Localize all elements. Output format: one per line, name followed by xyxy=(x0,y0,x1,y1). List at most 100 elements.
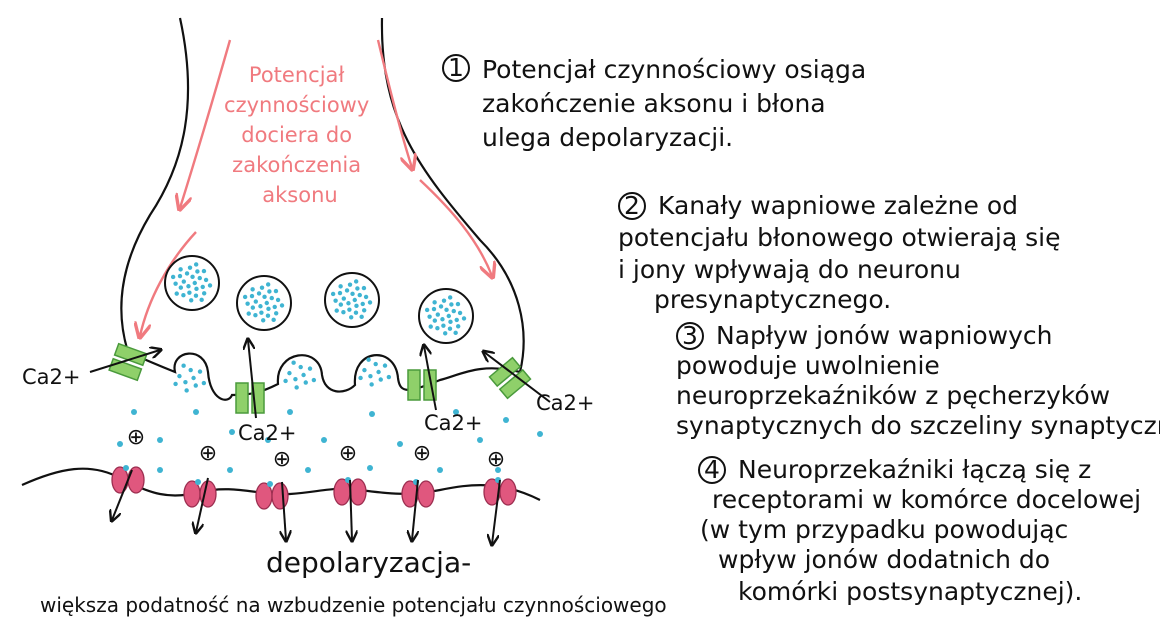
vesicle-neurotransmitter-dot xyxy=(453,330,458,336)
vesicle-neurotransmitter-dot xyxy=(457,310,463,316)
ion-influx-arrow xyxy=(492,479,501,544)
step-number: 4 xyxy=(704,455,720,484)
vesicle-neurotransmitter-dot xyxy=(203,277,209,283)
step-number: 3 xyxy=(682,321,698,350)
vesicle-neurotransmitter-dot xyxy=(187,265,193,270)
vesicle-neurotransmitter-dot xyxy=(355,286,360,291)
vesicle-neurotransmitter-dot xyxy=(261,318,266,323)
vesicle-neurotransmitter-dot xyxy=(193,262,199,267)
vesicle-neurotransmitter-dot xyxy=(363,294,369,300)
vesicle-neurotransmitter-dot xyxy=(259,310,264,315)
vesicle-neurotransmitter-dot xyxy=(373,361,378,367)
vesicle-neurotransmitter-dot xyxy=(455,301,461,307)
vesicle-neurotransmitter-dot xyxy=(272,304,277,310)
vesicle-neurotransmitter-dot xyxy=(435,312,441,317)
neurotransmitter-dot xyxy=(321,437,327,443)
vesicle-neurotransmitter-dot xyxy=(367,300,373,305)
calcium-ion-label: Ca2+ xyxy=(22,365,81,389)
receptor-subunit xyxy=(349,478,367,506)
vesicle-neurotransmitter-dot xyxy=(347,282,353,287)
pink-arrow xyxy=(140,231,197,336)
synaptic-vesicles xyxy=(164,255,474,393)
vesicle-neurotransmitter-dot xyxy=(358,375,363,381)
vesicle-neurotransmitter-dot xyxy=(431,306,437,312)
neurotransmitter-dot xyxy=(367,465,373,471)
vesicle-neurotransmitter-dot xyxy=(269,295,274,301)
vesicle-neurotransmitter-dot xyxy=(197,369,203,374)
plus-sign: ⊕ xyxy=(199,441,217,466)
vesicle-neurotransmitter-dot xyxy=(170,274,176,280)
vesicle-neurotransmitter-dot xyxy=(173,381,178,387)
vesicle-neurotransmitter-dot xyxy=(201,291,207,296)
vesicle-neurotransmitter-dot xyxy=(338,302,344,307)
step-text: Kanały wapniowe zależne od potencjału bł… xyxy=(618,191,1068,314)
vesicle-neurotransmitter-dot xyxy=(293,376,298,382)
plus-sign: ⊕ xyxy=(273,447,291,472)
receptor-subunit xyxy=(271,482,289,510)
vesicle-neurotransmitter-dot xyxy=(192,280,197,286)
vesicle-neurotransmitter-dot xyxy=(352,297,357,303)
vesicle-neurotransmitter-dot xyxy=(455,324,461,329)
vesicle-neurotransmitter-dot xyxy=(361,285,367,291)
synaptic-cleft-neurotransmitters xyxy=(117,409,543,473)
vesicle-neurotransmitter-dot xyxy=(177,273,183,279)
vesicle-neurotransmitter-dot xyxy=(258,304,263,309)
vesicle-neurotransmitter-dot xyxy=(174,291,179,296)
step-line: presynaptycznego. xyxy=(654,285,891,314)
vesicle-neurotransmitter-dot xyxy=(432,318,438,323)
receptor xyxy=(401,479,435,508)
plus-sign: ⊕ xyxy=(339,441,357,466)
vesicle-neurotransmitter-dot xyxy=(201,268,207,274)
depolarization-title: depolaryzacja- xyxy=(266,546,471,579)
step-text: Potencjał czynnościowy osiąga zakończeni… xyxy=(482,55,874,152)
receptor xyxy=(111,465,145,494)
presynaptic-membrane xyxy=(120,17,525,401)
vesicle-neurotransmitter-dot xyxy=(273,311,279,316)
vesicle-neurotransmitter-dot xyxy=(200,284,205,290)
positive-ion-signs: ⊕⊕⊕⊕⊕⊕ xyxy=(127,425,505,472)
axon-arrival-label: Potencjał czynnościowy dociera do zakońc… xyxy=(224,63,376,207)
calcium-influx-arrows xyxy=(89,340,551,419)
step-line: (w tym przypadku powodując xyxy=(700,515,1068,544)
receptor-subunit xyxy=(499,478,517,506)
vesicle-neurotransmitter-dot xyxy=(369,382,374,387)
receptor-subunit xyxy=(127,466,145,494)
vesicle-neurotransmitter-dot xyxy=(181,363,186,368)
calcium-channel xyxy=(488,356,532,400)
neurotransmitter-dot xyxy=(397,441,403,447)
vesicle-neurotransmitter-dot xyxy=(338,284,343,289)
vesicle-neurotransmitter-dot xyxy=(362,367,367,373)
vesicle-neurotransmitter-dot xyxy=(265,282,271,287)
step-line: neuroprzekaźników z pęcherzyków xyxy=(676,381,1110,410)
step-2: 2 Kanały wapniowe zależne od potencjału … xyxy=(618,191,1068,314)
vesicle-neurotransmitter-dot xyxy=(250,305,256,310)
neurotransmitter-dot xyxy=(369,411,375,417)
vesicle-neurotransmitter-dot xyxy=(441,323,446,328)
pink-arrow xyxy=(419,179,492,276)
vesicle-neurotransmitter-dot xyxy=(177,373,182,379)
vesicle-neurotransmitter-dot xyxy=(183,379,188,385)
vesicle-neurotransmitter-dot xyxy=(246,311,251,316)
vesicle-neurotransmitter-dot xyxy=(353,279,359,284)
neurotransmitter-dot xyxy=(193,409,199,415)
calcium-ion-label: Ca2+ xyxy=(238,421,297,445)
neurotransmitter-dot xyxy=(287,409,293,415)
vesicle-neurotransmitter-dot xyxy=(250,287,255,292)
axon-arrival-line: zakończenia xyxy=(232,153,361,177)
vesicle-neurotransmitter-dot xyxy=(447,326,453,331)
vesicle-neurotransmitter-dot xyxy=(333,298,338,303)
receptor-subunit xyxy=(417,480,435,508)
vesicle-neurotransmitter-dot xyxy=(454,317,459,323)
vesicle-neurotransmitter-dot xyxy=(184,271,190,276)
vesicle-neurotransmitter-dot xyxy=(361,308,367,313)
vesicle-neurotransmitter-dot xyxy=(201,380,207,386)
vesicle-neurotransmitter-dot xyxy=(194,286,199,292)
channel-subunit xyxy=(488,356,522,388)
neurotransmitter-dot xyxy=(157,467,163,473)
vesicle-neurotransmitter-dot xyxy=(249,293,255,299)
bound-neurotransmitter xyxy=(195,479,201,485)
calcium-arrow xyxy=(484,352,551,403)
vesicle-neurotransmitter-dot xyxy=(253,299,259,304)
axon-arrival-line: Potencjał xyxy=(249,63,344,87)
ion-influx-arrow xyxy=(350,479,352,540)
